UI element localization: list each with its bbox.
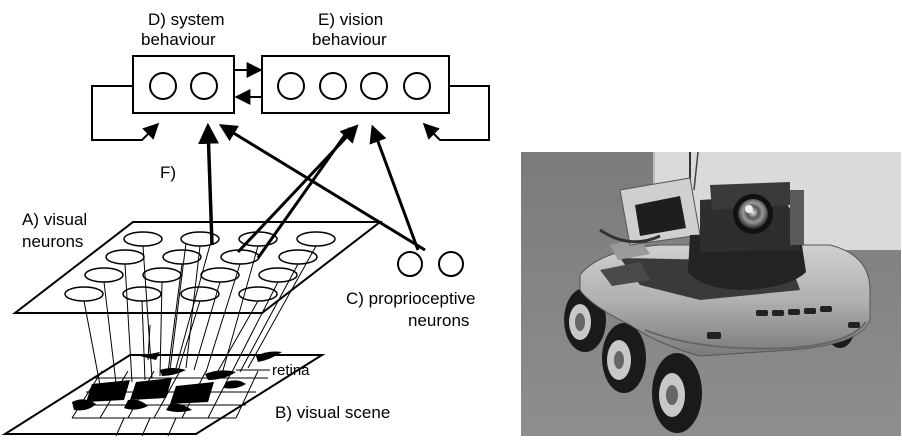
robot-photo: [521, 151, 901, 436]
proprioceptive-neurons: C) proprioceptive neurons: [218, 124, 475, 330]
vision-neuron-2: [319, 72, 347, 100]
vision-recurrent-loop: [422, 85, 490, 141]
vision-neuron-4: [403, 72, 431, 100]
visual-to-vision-arrow-2: [256, 127, 352, 259]
proprioceptive-label-line1: C) proprioceptive: [346, 289, 475, 308]
visual-neuron: [142, 267, 182, 283]
visual-neuron: [180, 286, 220, 302]
receptive-field-lines: [83, 242, 317, 386]
vision-behaviour-module: E) vision behaviour: [261, 10, 450, 114]
visual-scene-label: B) visual scene: [275, 403, 390, 422]
robot-wheels: [564, 288, 856, 433]
visual-neurons-layer: A) visual neurons: [12, 210, 383, 314]
visual-neuron: [122, 286, 162, 302]
system-behaviour-label-line2: behaviour: [141, 30, 216, 49]
vision-behaviour-label-line1: E) vision: [318, 10, 383, 29]
proprioceptive-to-system-arrow: [218, 124, 426, 252]
retina-label: retina: [272, 362, 310, 379]
system-recurrent-loop: [91, 85, 160, 141]
system-neuron-2: [190, 72, 218, 100]
visual-neuron: [162, 249, 202, 265]
vision-neuron-1: [277, 72, 305, 100]
vision-behaviour-box: [261, 55, 450, 114]
visual-neuron: [258, 267, 298, 283]
system-behaviour-module: D) system behaviour: [132, 10, 235, 114]
proprioceptive-neuron-2: [438, 251, 464, 277]
visual-neurons-label-line1: A) visual: [22, 210, 87, 229]
visual-to-system-arrow: [198, 122, 220, 246]
system-neuron-1: [149, 72, 177, 100]
visual-scene: retina B) visual scene: [1, 351, 390, 437]
visual-neuron: [200, 267, 240, 283]
proprioceptive-label-line2: neurons: [408, 311, 469, 330]
visual-scene-plane: [1, 354, 326, 435]
visual-neuron: [105, 249, 145, 265]
system-behaviour-label-line1: D) system: [148, 10, 225, 29]
proprioceptive-neuron-1: [397, 251, 423, 277]
proprioceptive-to-vision-arrow: [369, 124, 420, 251]
retina-blobs: [72, 351, 282, 412]
visual-neuron: [296, 231, 336, 247]
visual-neuron: [64, 286, 104, 302]
visual-to-behaviour-connections: [198, 122, 359, 259]
visual-neuron: [84, 267, 124, 283]
camera-lens: [738, 199, 768, 229]
system-behaviour-box: [132, 55, 235, 114]
vision-behaviour-label-line2: behaviour: [312, 30, 387, 49]
f-connection-label: F): [160, 163, 176, 182]
visual-neuron: [123, 231, 163, 247]
visual-neuron: [278, 249, 318, 265]
robot-camera: [688, 182, 806, 290]
visual-neurons-label-line2: neurons: [22, 232, 83, 251]
robot-front-slots: [756, 306, 832, 316]
vision-neuron-3: [360, 72, 388, 100]
